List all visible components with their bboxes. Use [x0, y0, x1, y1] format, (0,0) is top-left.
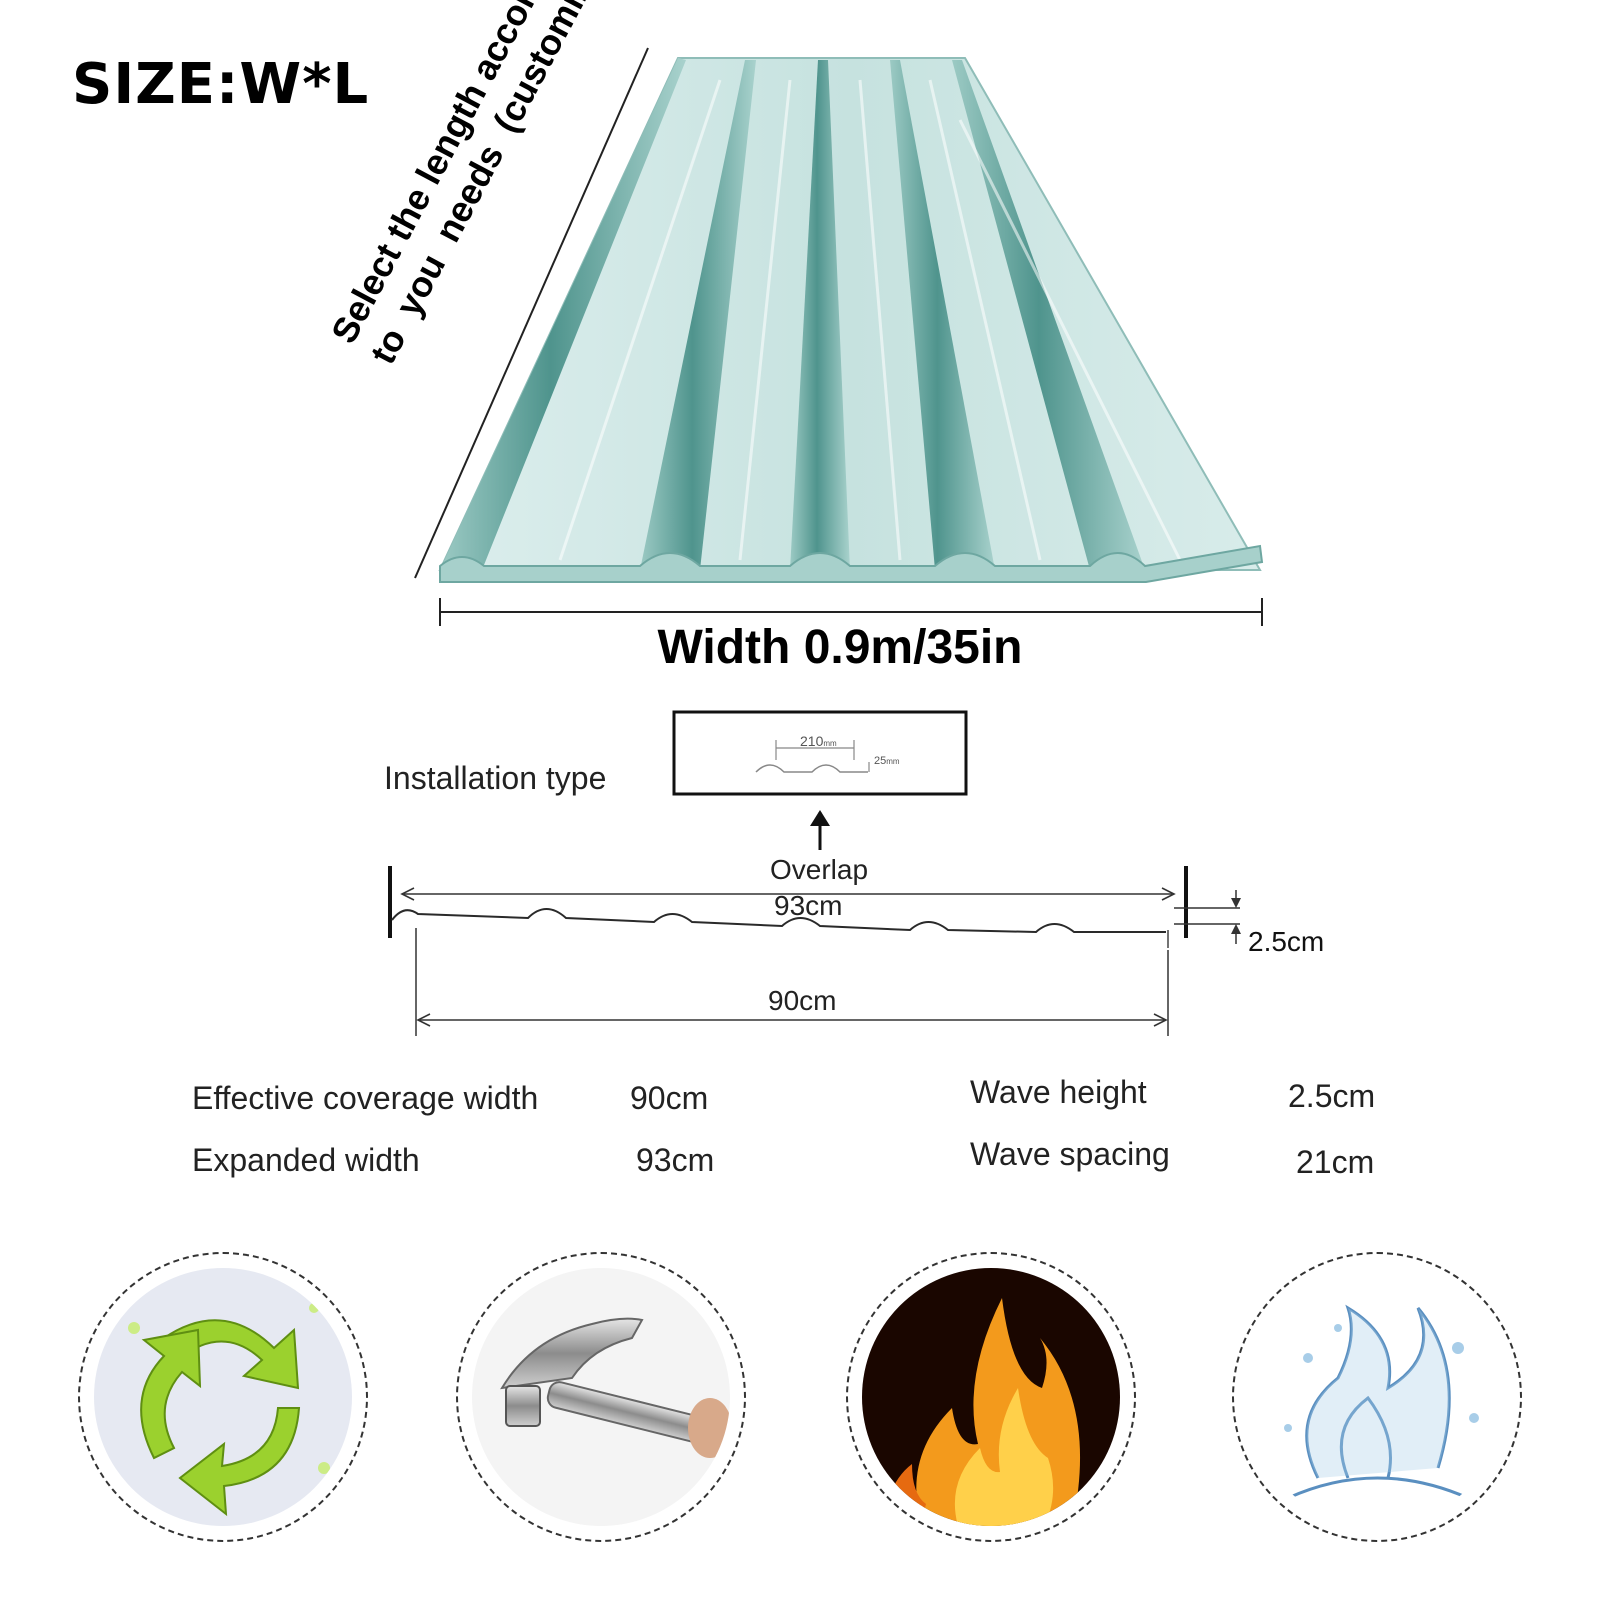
- sheet-streaks: [558, 79, 1182, 561]
- water-splash-icon: [1284, 1304, 1479, 1500]
- effective-width-dim-label: 90cm: [768, 985, 837, 1016]
- spec-value-effective-width: 90cm: [630, 1080, 709, 1116]
- expanded-width-dim-label: 93cm: [774, 890, 843, 921]
- inset-spacing-value: 210: [800, 733, 824, 749]
- overlap-label: Overlap: [770, 854, 869, 885]
- installation-inset: 210mm 25mm: [672, 710, 968, 796]
- spec-label-expanded-width: Expanded width: [192, 1142, 420, 1178]
- sheet-rib: [890, 60, 995, 570]
- spec-value-expanded-width: 93cm: [636, 1142, 715, 1178]
- fire-resistance-feature: [846, 1252, 1136, 1542]
- recycle-icon: [119, 1303, 330, 1517]
- sheet-rib: [952, 60, 1145, 570]
- length-dimension-line: [414, 47, 649, 579]
- impact-resistance-feature: [456, 1252, 746, 1542]
- recycle-feature: [78, 1252, 368, 1542]
- inset-profile: [755, 764, 868, 773]
- size-title: SIZE:W*L: [72, 52, 370, 117]
- profile-cross-section: [388, 866, 1241, 1036]
- waterproof-feature: [1232, 1252, 1522, 1542]
- overlap-arrow: [810, 810, 830, 850]
- corrugated-profile: [391, 908, 1166, 934]
- roof-sheet-illustration: [414, 47, 1264, 626]
- spec-label-wave-spacing: Wave spacing: [970, 1136, 1170, 1172]
- svg-text:210mm: 210mm: [800, 733, 837, 749]
- installation-type-label: Installation type: [384, 760, 607, 796]
- hammer-icon: [500, 1317, 730, 1458]
- spec-value-wave-spacing: 21cm: [1296, 1144, 1375, 1180]
- sheet-rib: [790, 60, 850, 570]
- spec-label-wave-height: Wave height: [970, 1074, 1147, 1110]
- sheet-rib: [440, 58, 686, 570]
- width-label: Width 0.9m/35in: [657, 621, 1023, 674]
- sheet-front-edge: [439, 544, 1264, 583]
- spec-label-effective-width: Effective coverage width: [192, 1080, 539, 1116]
- svg-text:25mm: 25mm: [874, 755, 900, 767]
- sheet-rib: [640, 60, 756, 570]
- inset-spacing-unit: mm: [823, 739, 837, 748]
- inset-height-value: 25: [874, 755, 886, 767]
- inset-height-unit: mm: [886, 757, 900, 766]
- wave-height-dim-label: 2.5cm: [1248, 926, 1325, 957]
- fire-icon: [882, 1298, 1081, 1526]
- spec-value-wave-height: 2.5cm: [1288, 1078, 1376, 1114]
